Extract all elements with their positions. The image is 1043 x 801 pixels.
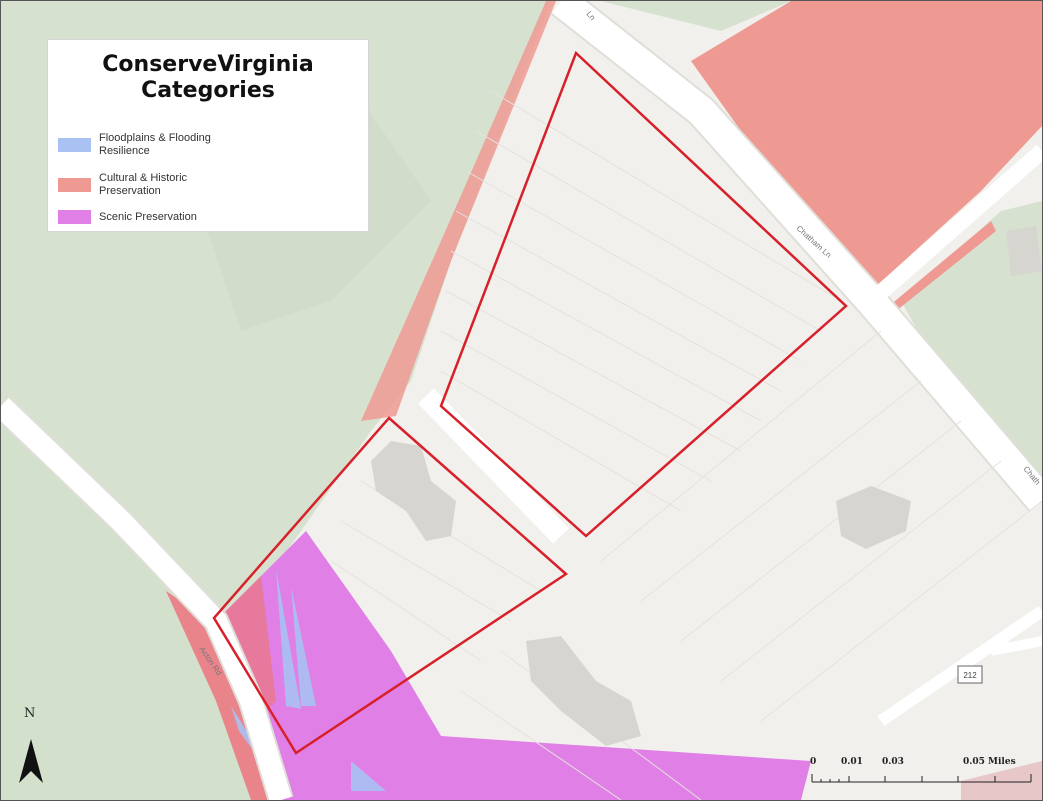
north-arrow: N — [15, 706, 45, 786]
floodplain-sliver-south — [351, 761, 386, 791]
legend-item-scenic: Scenic Preservation — [58, 210, 358, 246]
legend-label-cultural-line1: Cultural & Historic — [99, 172, 188, 184]
east-street[interactable] — [865, 144, 1042, 308]
legend-title: ConserveVirginia Categories — [48, 52, 368, 104]
legend-label-cultural-line2: Preservation — [99, 185, 161, 197]
legend-label-floodplains-line1: Floodplains & Flooding — [99, 132, 211, 144]
building-cluster-west — [371, 441, 456, 541]
building-southeast — [961, 761, 1042, 800]
parcel-outline-south[interactable] — [212, 416, 569, 755]
building-east — [836, 486, 911, 549]
scenic-preservation-area — [216, 531, 811, 800]
legend-label-scenic: Scenic Preservation — [99, 211, 249, 224]
legend-item-cultural: Cultural & Historic Preservation — [58, 172, 358, 208]
scale-label-3: 0.05 Miles — [963, 757, 1016, 767]
buildings — [371, 226, 1042, 800]
scale-label-2: 0.03 — [882, 757, 904, 767]
legend-swatch-cultural — [58, 178, 91, 192]
wooded-area-north — [601, 1, 791, 31]
wooded-area-southwest — [1, 401, 271, 800]
cultural-historic-area-northeast — [691, 1, 1042, 291]
legend-label-floodplains-line2: Resilience — [99, 145, 150, 157]
road-label-top: Ln — [584, 10, 597, 23]
cultural-historic-strip-road — [361, 1, 556, 421]
legend-label-cultural: Cultural & Historic Preservation — [99, 172, 249, 198]
legend-swatch-floodplains — [58, 138, 91, 152]
building-cluster-south — [526, 636, 641, 746]
cultural-scenic-overlap — [216, 576, 276, 721]
legend-label-scenic-line1: Scenic Preservation — [99, 211, 197, 223]
southeast-street[interactable] — [990, 636, 1042, 656]
north-arrow-label: N — [24, 706, 36, 721]
floodplain-sliver-north — [276, 569, 301, 709]
route-shield: 212 — [957, 665, 983, 684]
floodplain-sliver-middle — [291, 586, 316, 706]
scale-label-0: 0 — [810, 757, 817, 767]
route-shield-label: 212 — [963, 671, 977, 680]
cultural-historic-strip-southwest — [166, 591, 276, 800]
legend-title-line1: ConserveVirginia — [102, 52, 314, 77]
cultural-historic-strip-east — [889, 221, 996, 311]
legend-label-floodplains: Floodplains & Flooding Resilience — [99, 132, 249, 158]
scale-bar-graphic — [811, 774, 1032, 783]
parcel-outline-north[interactable] — [439, 50, 848, 538]
building-northeast — [1006, 226, 1042, 276]
cross-street[interactable] — [418, 388, 569, 544]
scale-label-1: 0.01 — [841, 757, 863, 767]
chatham-lane[interactable] — [551, 1, 1042, 511]
map-legend: ConserveVirginia Categories Floodplains … — [47, 39, 369, 232]
north-arrow-icon — [19, 739, 43, 783]
scale-bar: 0 0.01 0.03 0.05 Miles — [807, 757, 1037, 797]
legend-swatch-scenic — [58, 210, 91, 224]
legend-title-line2: Categories — [141, 78, 275, 103]
legend-item-floodplains: Floodplains & Flooding Resilience — [58, 132, 358, 168]
